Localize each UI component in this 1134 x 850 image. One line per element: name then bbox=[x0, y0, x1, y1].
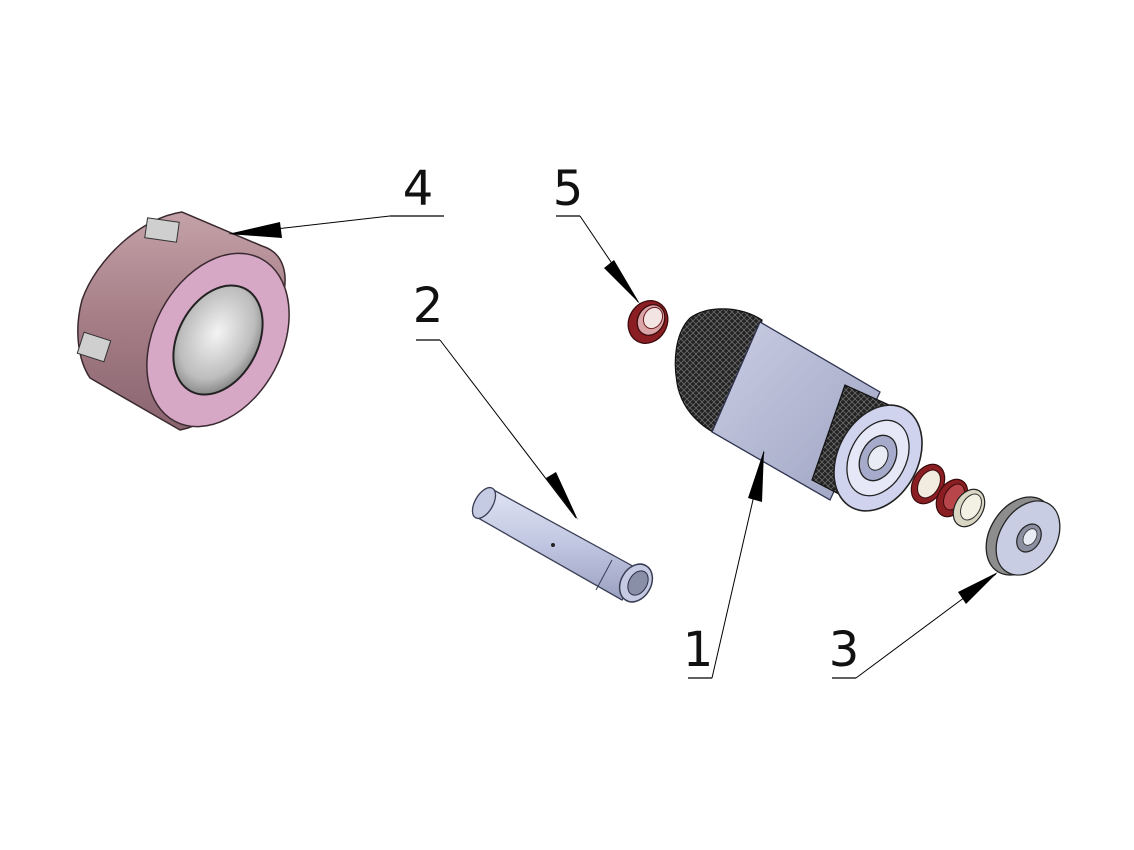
callout-label-1: 1 bbox=[683, 622, 714, 678]
callout-3: 3 bbox=[829, 572, 998, 679]
callout-5: 5 bbox=[553, 161, 640, 304]
callout-1: 1 bbox=[683, 450, 765, 679]
intermediate-seal-rings bbox=[910, 463, 986, 528]
part-5-seal-ring bbox=[627, 300, 669, 344]
part-3-washer bbox=[985, 496, 1061, 576]
part-1-main-body bbox=[674, 308, 923, 512]
part-2-pin-shaft bbox=[471, 486, 654, 603]
callout-label-5: 5 bbox=[553, 161, 584, 217]
part-4-collet-nut bbox=[76, 211, 290, 431]
callout-2: 2 bbox=[413, 278, 578, 520]
callout-label-2: 2 bbox=[413, 278, 444, 334]
callout-4: 4 bbox=[228, 161, 444, 238]
callout-label-3: 3 bbox=[829, 622, 860, 678]
callout-label-4: 4 bbox=[403, 161, 434, 217]
